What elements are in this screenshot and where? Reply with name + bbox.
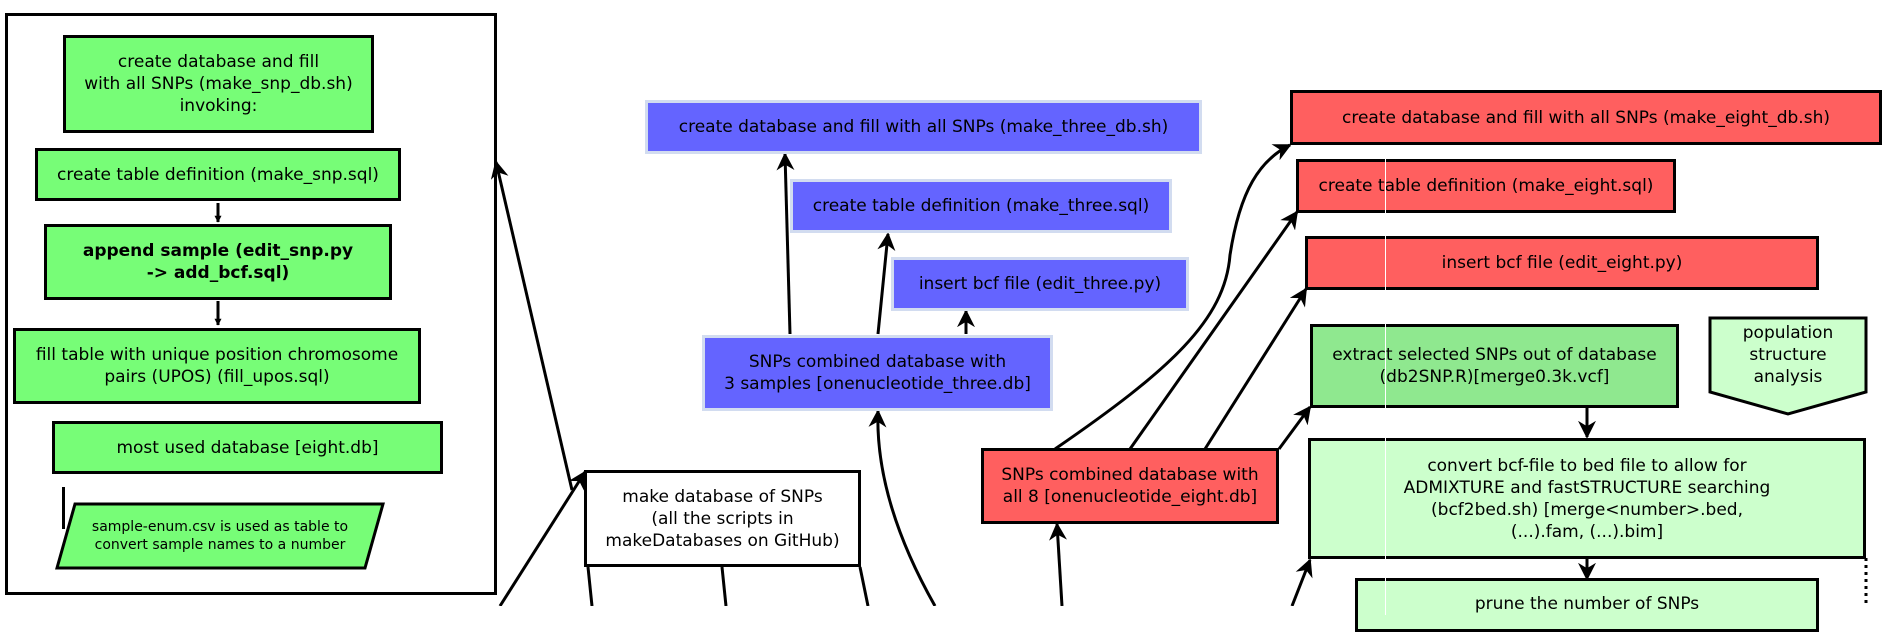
convert-bed-box: convert bcf-file to bed file to allow fo… [1308, 438, 1866, 559]
arrow-three-db-to-make-three [776, 152, 795, 335]
arrow-eight-db-to-make-eight [1054, 143, 1292, 451]
make-three-db-box: create database and fill with all SNPs (… [645, 100, 1202, 154]
population-structure-label: population structure analysis [1742, 323, 1834, 387]
population-structure-shape [1708, 316, 1868, 416]
arrow-eight-db-to-extract [1277, 405, 1312, 450]
arrow-three-db-to-make-three-sql [876, 232, 896, 335]
sample-enum-marker [62, 487, 65, 529]
arrow-eight-db-to-edit-eight [1203, 287, 1308, 450]
most-used-db-box: most used database [eight.db] [52, 421, 443, 474]
line-center-bottom-3 [858, 566, 870, 606]
make-snp-db-box: create database and fill with all SNPs (… [63, 35, 374, 133]
sample-enum-label: sample-enum.csv is used as table to conv… [91, 519, 349, 553]
sample-enum-shape [55, 502, 385, 570]
arrow-bottom-to-three-db [868, 409, 937, 606]
arrow-eight-db-to-make-eight-sql [1128, 210, 1299, 450]
prune-snps-box: prune the number of SNPs [1355, 578, 1819, 632]
line-center-bottom-1 [586, 566, 594, 606]
arrow-bottom-to-center [498, 470, 587, 606]
connector-arrows [214, 143, 1868, 606]
append-sample-box: append sample (edit_snp.py -> add_bcf.sq… [44, 224, 392, 300]
edit-eight-box: insert bcf file (edit_eight.py) [1305, 236, 1819, 290]
arrow-bottom-to-eight-db [1049, 522, 1067, 606]
eight-db-box: SNPs combined database with all 8 [onenu… [981, 448, 1279, 524]
edit-three-box: insert bcf file (edit_three.py) [891, 257, 1189, 311]
fill-upos-box: fill table with unique position chromoso… [13, 328, 421, 404]
make-eight-db-box: create database and fill with all SNPs (… [1290, 90, 1882, 145]
make-eight-sql-box: create table definition (make_eight.sql) [1296, 159, 1676, 213]
extract-snps-box: extract selected SNPs out of database (d… [1310, 324, 1679, 408]
arrow-bottom-to-convert [1290, 558, 1313, 606]
white-separator-line [1385, 145, 1386, 615]
make-three-sql-box: create table definition (make_three.sql) [790, 179, 1172, 233]
make-databases-box: make database of SNPs (all the scripts i… [584, 470, 861, 567]
three-db-box: SNPs combined database with 3 samples [o… [702, 335, 1053, 411]
left-panel-frame [5, 13, 497, 595]
arrow-center-to-left-panel [490, 160, 574, 491]
line-center-bottom-2 [720, 566, 728, 606]
make-snp-sql-box: create table definition (make_snp.sql) [35, 148, 401, 201]
